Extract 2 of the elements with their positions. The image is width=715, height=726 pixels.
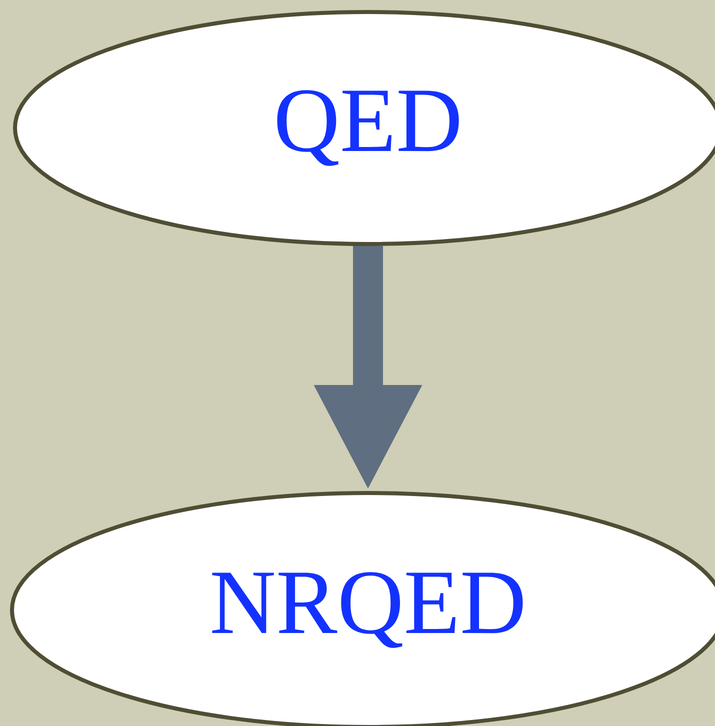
ellipse-node: QED [13, 10, 715, 246]
ellipse-node: NRQED [10, 491, 715, 726]
